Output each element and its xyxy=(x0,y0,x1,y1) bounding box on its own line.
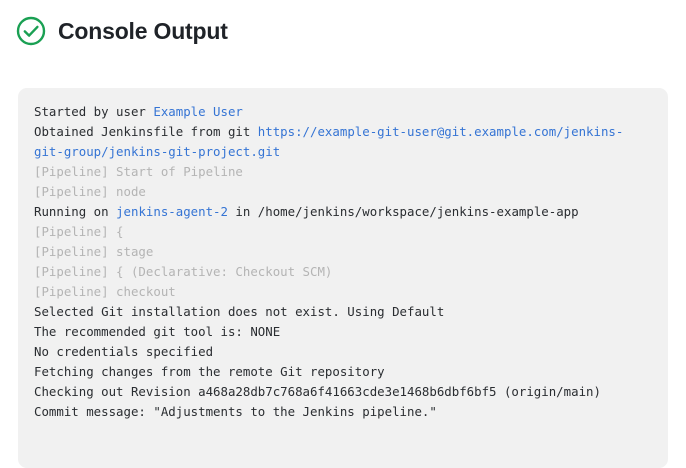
line-recommended-git-tool: The recommended git tool is: NONE xyxy=(34,322,652,342)
log-text: [Pipeline] checkout xyxy=(34,284,176,299)
page-header: Console Output xyxy=(16,10,228,52)
log-text: Fetching changes from the remote Git rep… xyxy=(34,364,385,379)
log-link[interactable]: jenkins-agent-2 xyxy=(116,204,228,219)
line-commit-message: Commit message: "Adjustments to the Jenk… xyxy=(34,402,652,422)
log-text: Selected Git installation does not exist… xyxy=(34,304,445,319)
line-no-credentials: No credentials specified xyxy=(34,342,652,362)
line-pipeline-stage: [Pipeline] stage xyxy=(34,242,652,262)
console-log: Started by user Example User Obtained Je… xyxy=(34,102,652,422)
line-checking-out-revision: Checking out Revision a468a28db7c768a6f4… xyxy=(34,382,652,402)
log-text: Checking out Revision a468a28db7c768a6f4… xyxy=(34,384,601,399)
line-running-on-agent: Running on jenkins-agent-2 in /home/jenk… xyxy=(34,202,652,222)
log-text: [Pipeline] stage xyxy=(34,244,154,259)
log-link[interactable]: Example User xyxy=(153,104,243,119)
line-fetching-changes: Fetching changes from the remote Git rep… xyxy=(34,362,652,382)
line-selected-git-installation: Selected Git installation does not exist… xyxy=(34,302,652,322)
line-started-by-user: Started by user Example User xyxy=(34,102,652,122)
log-link[interactable]: https://example-git-user@git.example.com… xyxy=(34,124,624,159)
log-text: Started by user xyxy=(34,104,154,119)
page-title: Console Output xyxy=(58,18,228,44)
console-output-panel[interactable]: Started by user Example User Obtained Je… xyxy=(18,88,668,468)
log-text: Obtained Jenkinsfile from git xyxy=(34,124,258,139)
console-output-page: Console Output Started by user Example U… xyxy=(16,10,668,468)
line-pipeline-start: [Pipeline] Start of Pipeline xyxy=(34,162,652,182)
log-text: [Pipeline] { (Declarative: Checkout SCM) xyxy=(34,264,333,279)
line-pipeline-node: [Pipeline] node xyxy=(34,182,652,202)
line-obtained-jenkinsfile: Obtained Jenkinsfile from git https://ex… xyxy=(34,122,652,162)
check-circle-icon xyxy=(16,16,46,46)
log-text: The recommended git tool is: NONE xyxy=(34,324,281,339)
log-text: Running on xyxy=(34,204,117,219)
line-pipeline-open-brace: [Pipeline] { xyxy=(34,222,652,242)
log-text: [Pipeline] Start of Pipeline xyxy=(34,164,243,179)
log-text: in /home/jenkins/workspace/jenkins-examp… xyxy=(227,204,579,219)
log-text: No credentials specified xyxy=(34,344,214,359)
log-text: [Pipeline] { xyxy=(34,224,124,239)
log-text: Commit message: "Adjustments to the Jenk… xyxy=(34,404,437,419)
log-text: [Pipeline] node xyxy=(34,184,146,199)
line-pipeline-checkout: [Pipeline] checkout xyxy=(34,282,652,302)
line-pipeline-declarative-checkout: [Pipeline] { (Declarative: Checkout SCM) xyxy=(34,262,652,282)
